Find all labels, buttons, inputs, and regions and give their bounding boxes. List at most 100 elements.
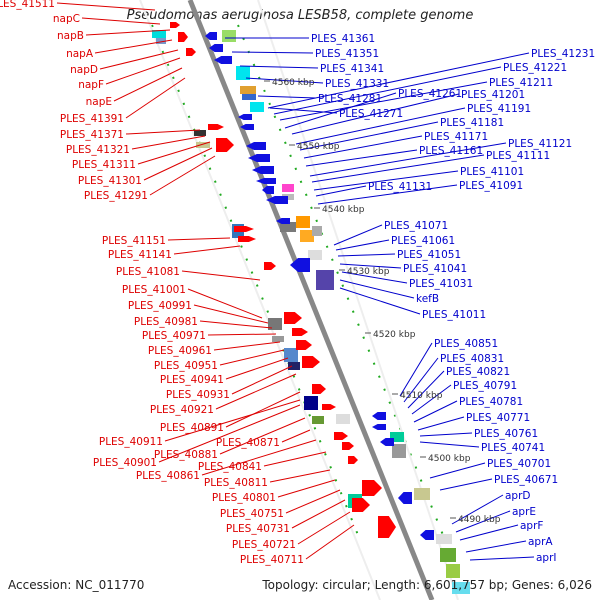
gene-label-left[interactable]: PLES_41301 bbox=[78, 175, 142, 187]
gene-label-right[interactable]: PLES_40741 bbox=[481, 442, 545, 454]
gene-label-right[interactable]: PLES_41341 bbox=[320, 63, 384, 75]
gene-label-right[interactable]: PLES_41211 bbox=[489, 77, 553, 89]
leader-line-left bbox=[225, 357, 289, 380]
gene-label-right[interactable]: aprI bbox=[536, 552, 557, 564]
gene-label-left[interactable]: PLES_41511 bbox=[0, 0, 55, 10]
gene-label-right[interactable]: PLES_41191 bbox=[467, 103, 531, 115]
gene-label-right[interactable]: PLES_41041 bbox=[403, 263, 467, 275]
gene-label-left[interactable]: PLES_40751 bbox=[220, 508, 284, 520]
gene-label-right[interactable]: PLES_41361 bbox=[311, 33, 375, 45]
gene-label-left[interactable]: PLES_40871 bbox=[216, 437, 280, 449]
gene-label-right[interactable]: PLES_41181 bbox=[440, 117, 504, 129]
leader-line-right bbox=[339, 263, 402, 269]
gene-label-right[interactable]: PLES_41101 bbox=[460, 166, 524, 178]
gene-arrow-forward bbox=[352, 498, 370, 512]
gene-label-right[interactable]: aprE bbox=[512, 506, 536, 518]
leader-line-left bbox=[137, 141, 211, 165]
gene-label-left[interactable]: PLES_40861 bbox=[136, 470, 200, 482]
gene-arrow-forward bbox=[302, 356, 320, 368]
gene-box bbox=[304, 396, 318, 410]
gene-label-left[interactable]: PLES_40711 bbox=[240, 554, 304, 566]
gene-label-left[interactable]: PLES_40951 bbox=[154, 360, 218, 372]
leader-line-left bbox=[113, 67, 183, 102]
gene-label-left[interactable]: PLES_41291 bbox=[84, 190, 148, 202]
gene-label-right[interactable]: PLES_41331 bbox=[325, 78, 389, 90]
gene-label-left[interactable]: PLES_40841 bbox=[198, 461, 262, 473]
gene-label-right[interactable]: PLES_41261 bbox=[398, 88, 462, 100]
gene-label-right[interactable]: PLES_41061 bbox=[391, 235, 455, 247]
gene-label-right[interactable]: PLES_41171 bbox=[424, 131, 488, 143]
gene-label-left[interactable]: napA bbox=[66, 48, 94, 60]
gene-box bbox=[152, 30, 166, 38]
gene-label-left[interactable]: napE bbox=[86, 96, 112, 108]
gene-label-left[interactable]: napD bbox=[70, 64, 98, 76]
leader-line-right bbox=[417, 416, 465, 431]
accession: Accession: NC_011770 bbox=[8, 578, 145, 592]
gene-label-left[interactable]: PLES_40941 bbox=[160, 374, 224, 386]
gene-label-right[interactable]: PLES_41111 bbox=[486, 150, 550, 162]
gene-label-right[interactable]: PLES_40761 bbox=[474, 428, 538, 440]
gene-label-left[interactable]: PLES_41081 bbox=[116, 266, 180, 278]
gene-label-left[interactable]: PLES_40981 bbox=[134, 316, 198, 328]
gene-label-right[interactable]: aprF bbox=[520, 520, 543, 532]
gene-label-left[interactable]: PLES_40931 bbox=[166, 389, 230, 401]
gene-label-right[interactable]: PLES_41031 bbox=[409, 278, 473, 290]
gene-label-right[interactable]: PLES_41071 bbox=[384, 220, 448, 232]
gene-label-right[interactable]: PLES_40831 bbox=[440, 353, 504, 365]
gene-label-left[interactable]: PLES_41371 bbox=[60, 129, 124, 141]
gene-label-right[interactable]: PLES_41161 bbox=[419, 145, 483, 157]
gene-label-left[interactable]: PLES_40901 bbox=[93, 457, 157, 469]
gene-label-left[interactable]: PLES_41321 bbox=[66, 144, 130, 156]
gene-label-right[interactable]: PLES_41121 bbox=[508, 138, 572, 150]
gene-label-left[interactable]: PLES_41151 bbox=[102, 235, 166, 247]
genome-metadata: Topology: circular; Length: 6,601,757 bp… bbox=[262, 578, 592, 592]
gene-label-left[interactable]: PLES_40891 bbox=[160, 422, 224, 434]
gene-label-left[interactable]: PLES_41141 bbox=[108, 249, 172, 261]
gene-label-left[interactable]: napB bbox=[57, 30, 84, 42]
gene-label-left[interactable]: PLES_40921 bbox=[150, 404, 214, 416]
gene-label-left[interactable]: napF bbox=[78, 79, 104, 91]
gene-label-right[interactable]: PLES_41091 bbox=[459, 180, 523, 192]
scale-label: 4540 kbp bbox=[322, 205, 365, 215]
track-left bbox=[151, 24, 361, 541]
gene-label-right[interactable]: aprD bbox=[505, 490, 531, 502]
leader-line-right bbox=[337, 253, 396, 257]
gene-label-right[interactable]: kefB bbox=[416, 293, 439, 305]
gene-box bbox=[156, 38, 166, 44]
gene-label-right[interactable]: PLES_41351 bbox=[315, 48, 379, 60]
gene-label-left[interactable]: PLES_40731 bbox=[226, 523, 290, 535]
gene-label-right[interactable]: PLES_41011 bbox=[422, 309, 486, 321]
gene-label-right[interactable]: PLES_41221 bbox=[503, 62, 567, 74]
leader-line-left bbox=[181, 270, 261, 281]
leader-line-right bbox=[245, 77, 324, 84]
genome-backbone bbox=[187, 0, 435, 600]
gene-label-right[interactable]: PLES_40821 bbox=[446, 366, 510, 378]
gene-label-left[interactable]: PLES_40991 bbox=[128, 300, 192, 312]
gene-label-right[interactable]: PLES_41131 bbox=[368, 181, 432, 193]
gene-label-right[interactable]: PLES_40671 bbox=[494, 474, 558, 486]
gene-label-right[interactable]: PLES_41231 bbox=[531, 48, 595, 60]
gene-label-left[interactable]: PLES_40811 bbox=[204, 477, 268, 489]
leader-line-right bbox=[267, 52, 530, 109]
gene-label-left[interactable]: PLES_41001 bbox=[122, 284, 186, 296]
gene-label-left[interactable]: napC bbox=[53, 13, 80, 25]
gene-label-left[interactable]: PLES_40911 bbox=[99, 436, 163, 448]
leader-line-left bbox=[105, 57, 181, 85]
gene-label-left[interactable]: PLES_41391 bbox=[60, 113, 124, 125]
gene-label-right[interactable]: PLES_40791 bbox=[453, 380, 517, 392]
gene-box bbox=[452, 582, 470, 594]
gene-label-left[interactable]: PLES_40961 bbox=[148, 345, 212, 357]
gene-arrow-reverse bbox=[290, 258, 310, 272]
gene-arrow-reverse bbox=[214, 56, 232, 64]
gene-label-left[interactable]: PLES_40801 bbox=[212, 492, 276, 504]
gene-label-left[interactable]: PLES_40971 bbox=[142, 330, 206, 342]
gene-label-right[interactable]: PLES_40781 bbox=[459, 396, 523, 408]
gene-label-left[interactable]: PLES_40721 bbox=[232, 539, 296, 551]
gene-label-right[interactable]: PLES_41051 bbox=[397, 249, 461, 261]
gene-label-right[interactable]: PLES_40851 bbox=[434, 338, 498, 350]
gene-label-right[interactable]: aprA bbox=[528, 536, 553, 548]
gene-label-right[interactable]: PLES_40771 bbox=[466, 412, 530, 424]
gene-label-right[interactable]: PLES_40701 bbox=[487, 458, 551, 470]
gene-label-left[interactable]: PLES_41311 bbox=[72, 159, 136, 171]
gene-label-right[interactable]: PLES_41201 bbox=[461, 89, 525, 101]
